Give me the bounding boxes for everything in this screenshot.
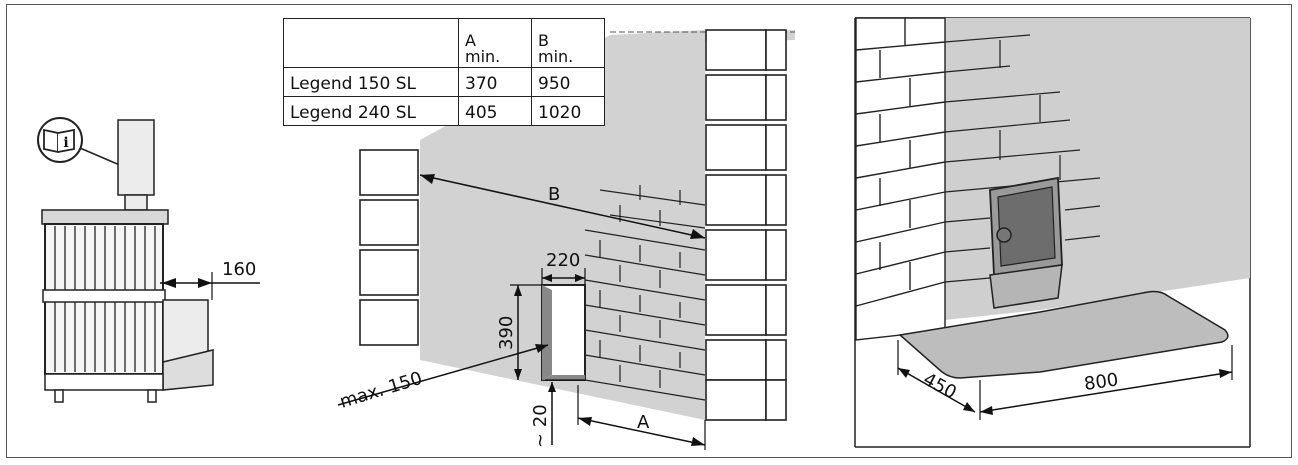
table-cell-model: Legend 240 SL [283, 96, 459, 126]
floor-plate [898, 290, 1229, 379]
table-cell-a: 370 [458, 67, 532, 97]
table-row: Legend 240 SL 405 1020 [283, 96, 605, 126]
table-header-cell: B min. [531, 18, 605, 68]
dim-a-label: A [637, 412, 650, 433]
wall-brick-pattern [584, 185, 706, 401]
dim-390-label: 390 [496, 316, 517, 350]
table-header-cell [283, 18, 459, 68]
table-header-cell: A min. [458, 18, 532, 68]
stove-top [41, 209, 169, 225]
header-b: B [538, 31, 549, 50]
stove-door-front [989, 176, 1063, 309]
clearance-table: A min. B min. Legend 150 SL 370 950 Lege… [283, 18, 605, 126]
header-a: A [465, 31, 476, 50]
left-brick-column [359, 149, 419, 346]
info-icon-letter: i [63, 135, 68, 151]
chimney-pipe [117, 119, 155, 196]
info-book-icon: i [37, 117, 83, 163]
dim-160-label: 160 [222, 259, 256, 280]
header-a-sub: min. [465, 47, 501, 66]
stove-side-view: i 160 [37, 117, 260, 403]
dim-b-line [419, 174, 706, 239]
header-b-sub: min. [538, 47, 574, 66]
table-header-row: A min. B min. [283, 18, 605, 68]
table-cell-b: 1020 [531, 96, 605, 126]
dim-max150-label: max. 150 [337, 368, 424, 413]
table-cell-b: 950 [531, 67, 605, 97]
right-brick-wall [855, 17, 946, 341]
dim-800-label: 800 [1083, 369, 1120, 395]
dim-b-label: B [548, 184, 560, 205]
dim-a-line [577, 417, 706, 446]
table-row: Legend 150 SL 370 950 [283, 67, 605, 97]
right-brick-column [705, 29, 787, 421]
dim-20-label: ~ 20 [530, 404, 551, 448]
stove-door [162, 299, 209, 363]
figure-frame [6, 4, 1292, 458]
dim-220-label: 220 [546, 250, 580, 271]
wall-surface [420, 30, 705, 420]
table-cell-model: Legend 150 SL [283, 67, 459, 97]
table-cell-a: 405 [458, 96, 532, 126]
floor-plate-view: 450 800 [855, 17, 1250, 420]
